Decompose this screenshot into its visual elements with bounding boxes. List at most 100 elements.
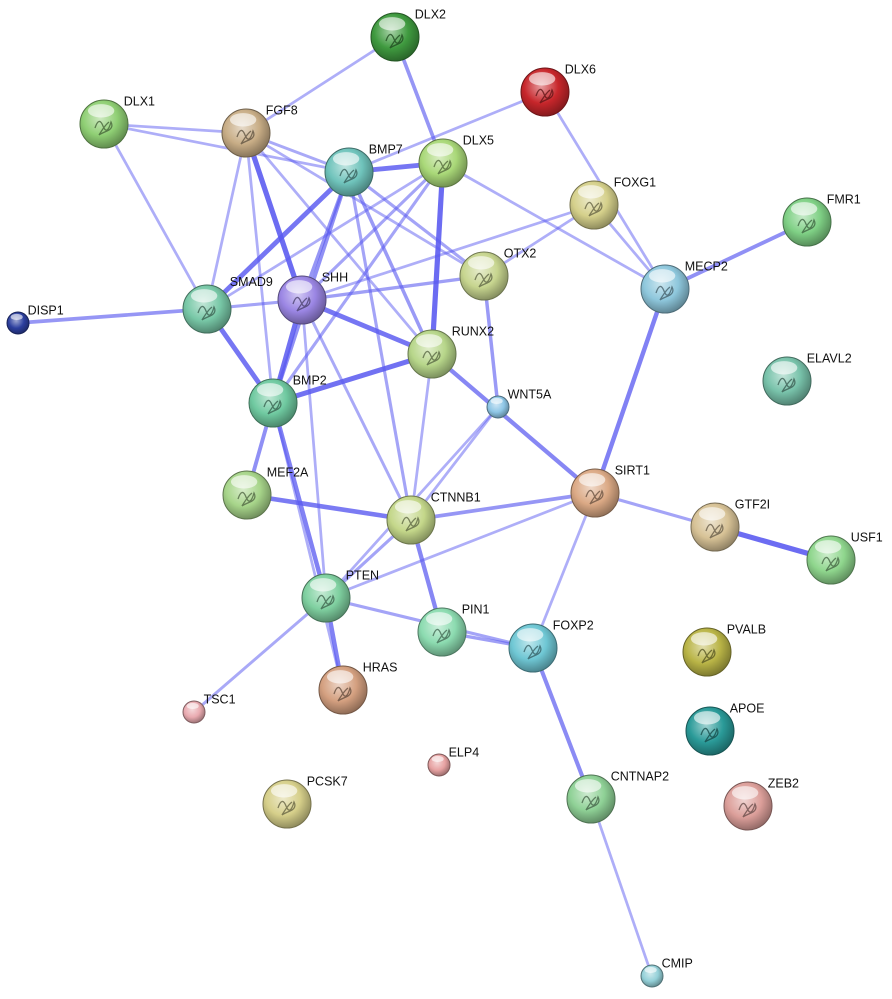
protein-structure-icon [339,168,358,184]
edge-shh-otx2 [300,274,486,302]
node-highlight [270,784,298,798]
edge-dlx1-bmp7 [102,122,351,174]
node-highlight [285,280,313,294]
node-cntnap2[interactable]: CNTNAP2 [566,769,669,824]
node-label: FMR1 [827,192,861,206]
node-label: DISP1 [28,303,64,317]
node-pin1[interactable]: PIN1 [417,602,490,657]
node-label: MECP2 [685,259,728,273]
node-gtf2i[interactable]: GTF2I [690,497,770,552]
edge-foxp2-cntnap2 [530,645,594,802]
node-dlx1[interactable]: DLX1 [79,94,155,149]
node-mecp2[interactable]: MECP2 [640,259,728,314]
edge-runx2-sirt1 [429,351,598,496]
protein-structure-icon [535,88,554,104]
node-runx2[interactable]: RUNX2 [407,324,494,379]
node-label: FOXP2 [553,618,594,632]
node-fgf8[interactable]: FGF8 [221,103,298,158]
node-pcsk7[interactable]: PCSK7 [262,774,348,829]
node-label: MEF2A [267,465,309,479]
node-highlight [577,185,605,199]
node-wnt5a[interactable]: WNT5A [486,387,552,419]
protein-structure-icon [433,159,452,175]
node-apoe[interactable]: APOE [685,701,764,756]
node-highlight [648,269,676,283]
node-dlx2[interactable]: DLX2 [370,7,446,62]
node-bmp2[interactable]: BMP2 [248,373,327,428]
protein-structure-icon [401,516,420,532]
node-label: PCSK7 [307,774,348,788]
node-sirt1[interactable]: SIRT1 [570,463,650,518]
node-label: FOXG1 [614,175,656,189]
node-highlight [425,612,453,626]
edge-bmp7-otx2 [347,170,486,278]
protein-structure-icon [237,491,256,507]
node-highlight [332,152,360,166]
protein-structure-icon [333,686,352,702]
protein-structure-icon [422,350,441,366]
edge-dlx2-fgf8 [244,35,397,135]
protein-structure-icon [581,795,600,811]
edge-fgf8-runx2 [244,131,434,356]
node-highlight [693,711,721,725]
protein-structure-icon [705,523,724,539]
node-mef2a[interactable]: MEF2A [222,465,309,520]
node-foxp2[interactable]: FOXP2 [508,618,594,673]
node-shh[interactable]: SHH [277,270,348,325]
edge-disp1-smad9 [16,307,209,325]
node-hras[interactable]: HRAS [318,660,397,715]
node-disp1[interactable]: DISP1 [6,303,64,335]
node-label: DLX6 [565,62,596,76]
node-smad9[interactable]: SMAD9 [182,275,273,334]
edge-shh-pten [300,298,328,600]
edge-fgf8-shh [243,130,305,303]
node-foxg1[interactable]: FOXG1 [569,175,656,230]
edge-dlx5-runx2 [429,160,446,357]
node-cmip[interactable]: CMIP [640,956,693,988]
edge-runx2-bmp2 [270,351,435,406]
node-label: DLX2 [415,7,446,21]
protein-structure-icon [585,489,604,505]
edge-mecp2-sirt1 [592,286,668,496]
node-highlight [790,202,818,216]
edge-dlx6-bmp7 [347,90,547,174]
node-pten[interactable]: PTEN [301,568,379,623]
node-label: ELAVL2 [807,351,852,365]
protein-structure-icon [700,727,719,743]
edge-dlx5-bmp2 [271,161,445,405]
node-highlight [574,779,602,793]
edge-sirt1-pten [324,491,597,600]
protein-structure-icon [797,218,816,234]
protein-structure-icon [236,129,255,145]
node-label: TSC1 [204,692,236,706]
node-elavl2[interactable]: ELAVL2 [762,351,852,406]
edge-mef2a-ctnnb1 [244,492,414,523]
node-pvalb[interactable]: PVALB [682,622,766,677]
node-label: CNTNAP2 [611,769,669,783]
node-ctnnb1[interactable]: CTNNB1 [386,490,481,545]
node-dlx5[interactable]: DLX5 [418,133,494,188]
node-highlight [814,540,842,554]
node-tsc1[interactable]: TSC1 [182,692,236,724]
node-otx2[interactable]: OTX2 [459,246,536,301]
edge-runx2-ctnnb1 [409,352,434,522]
node-usf1[interactable]: USF1 [806,530,883,585]
node-label: FGF8 [266,103,298,117]
node-highlight [10,313,23,321]
node-label: GTF2I [735,497,770,511]
node-highlight [256,383,284,397]
node-highlight [431,755,444,763]
protein-structure-icon [432,628,451,644]
node-elp4[interactable]: ELP4 [427,745,479,777]
protein-structure-icon [197,305,216,321]
protein-structure-icon [738,802,757,818]
edge-sirt1-ctnnb1 [409,491,597,522]
node-fmr1[interactable]: FMR1 [782,192,861,247]
node-label: CMIP [662,956,693,970]
node-highlight [490,397,503,405]
node-highlight [230,475,258,489]
node-zeb2[interactable]: ZEB2 [723,776,799,831]
node-bmp7[interactable]: BMP7 [324,142,403,197]
node-dlx6[interactable]: DLX6 [520,62,596,117]
protein-structure-icon [697,648,716,664]
